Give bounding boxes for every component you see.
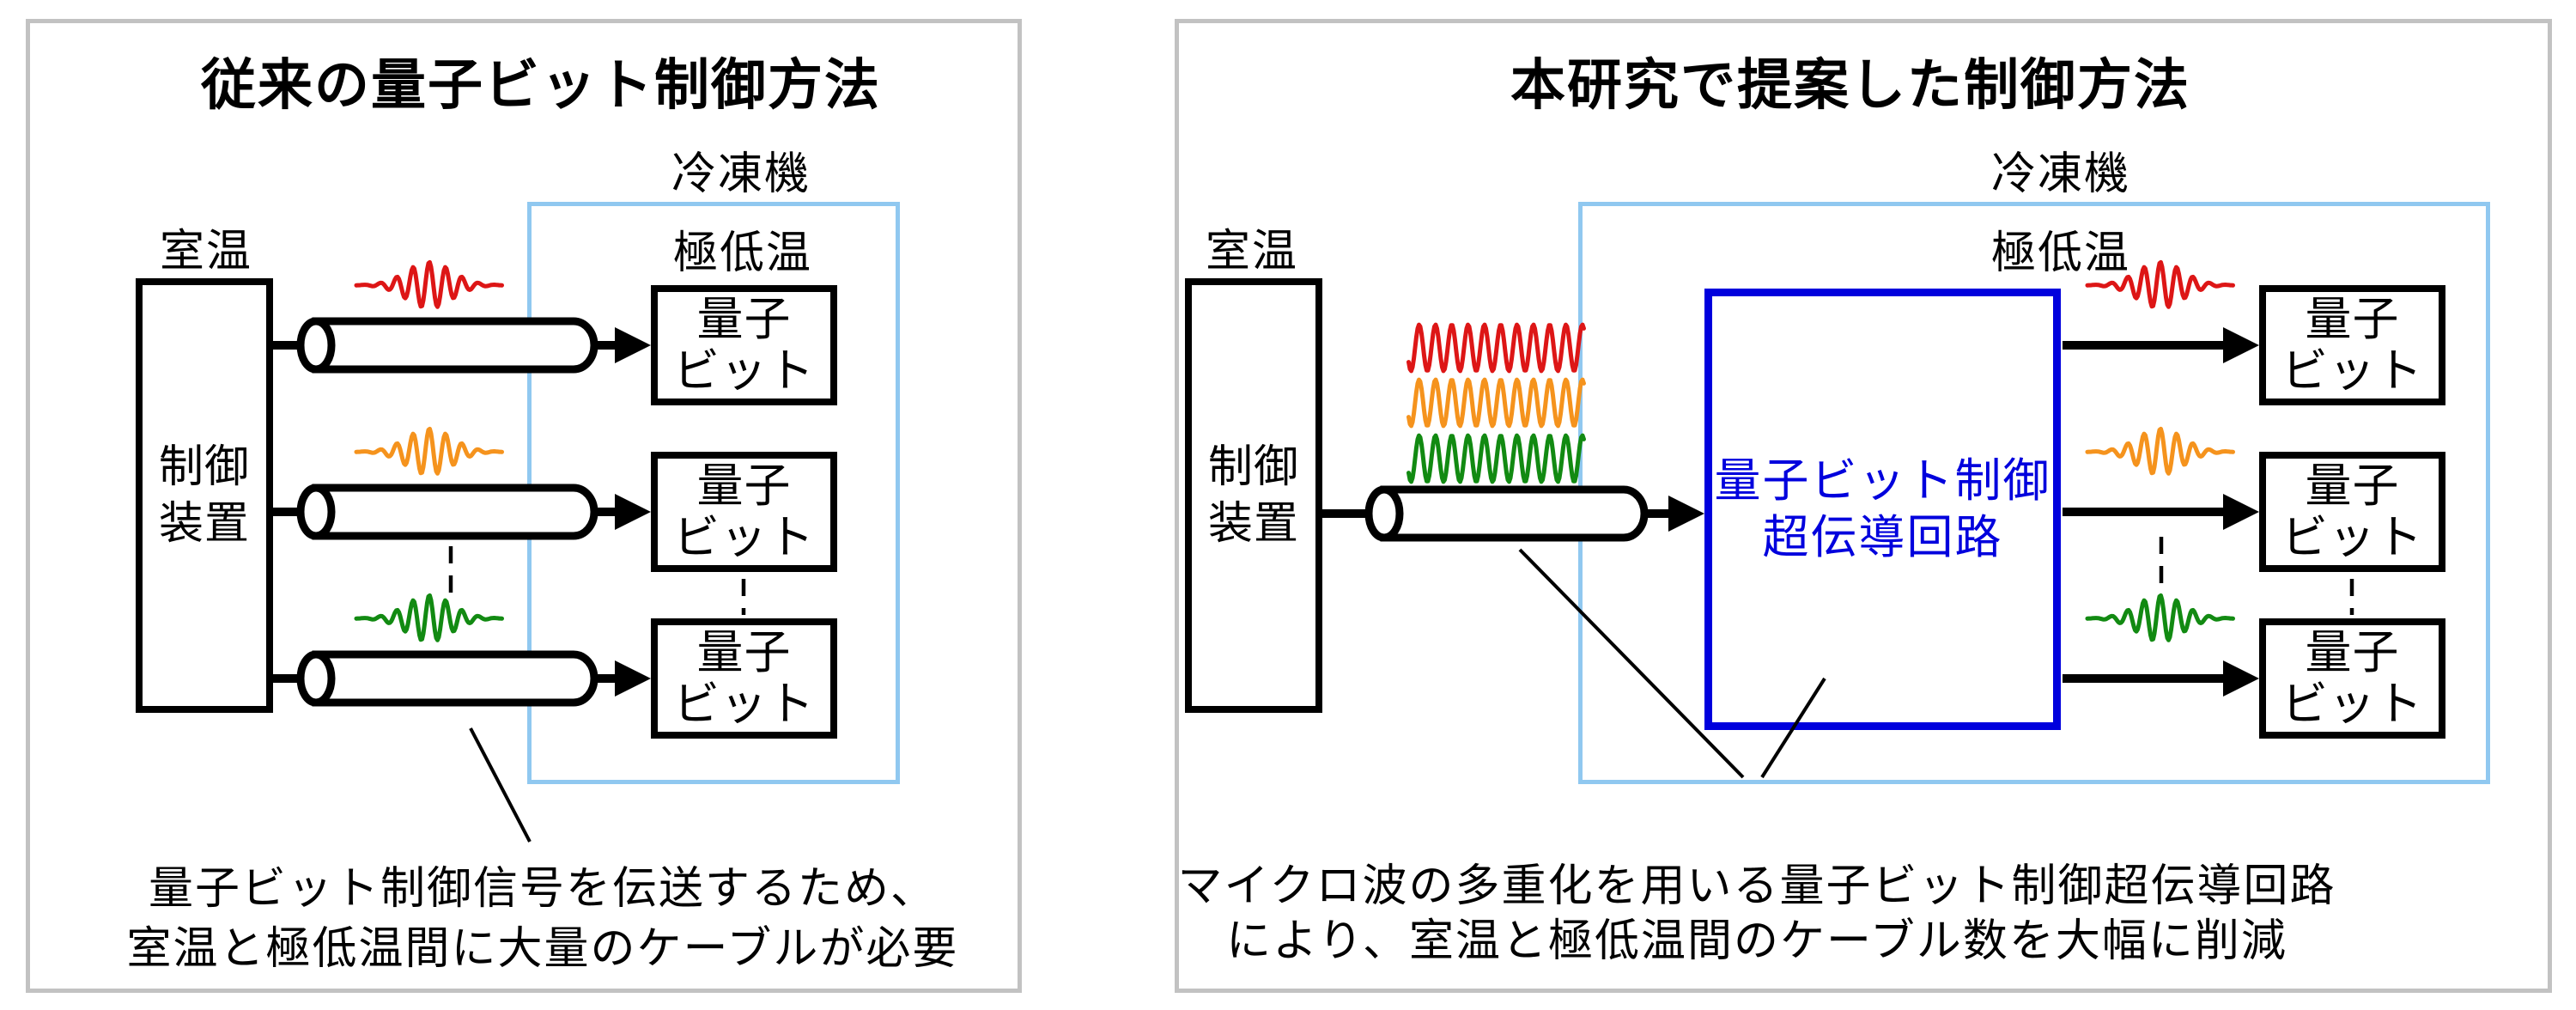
left-qubit-box-1: 量子 ビット: [651, 285, 837, 405]
right-qubit-box-2: 量子 ビット: [2259, 452, 2445, 572]
left-cryogenic-label: 極低温: [672, 228, 813, 278]
right-qubit-box-1: 量子 ビット: [2259, 285, 2445, 405]
right-caption-line1: マイクロ波の多重化を用いる量子ビット制御超伝導回路: [1177, 861, 2336, 911]
qubit-label-line1: 量子: [696, 294, 792, 345]
right-panel-title: 本研究で提案した制御方法: [1510, 54, 2190, 116]
left-panel-title: 従来の量子ビット制御方法: [201, 54, 881, 116]
left-qubit-box-3: 量子 ビット: [651, 618, 837, 739]
right-room-temp-label: 室温: [1205, 227, 1299, 277]
left-caption-line2: 室温と極低温間に大量のケーブルが必要: [126, 924, 959, 974]
qubit-label-line2: ビット: [673, 512, 815, 563]
right-caption: マイクロ波の多重化を用いる量子ビット制御超伝導回路 により、室温と極低温間のケー…: [1178, 859, 2336, 969]
circuit-label-line2: 超伝導回路: [1762, 512, 2003, 563]
qubit-label-line1: 量子: [696, 460, 792, 512]
qubit-label-line2: ビット: [2281, 678, 2423, 730]
qubit-label-line1: 量子: [696, 627, 792, 678]
qubit-label-line2: ビット: [2281, 345, 2423, 397]
qubit-label-line1: 量子: [2305, 294, 2400, 345]
left-refrigerator-label: 冷凍機: [671, 149, 811, 199]
left-controller-label-line1: 制御: [158, 442, 250, 492]
circuit-label-line1: 量子ビット制御: [1714, 455, 2051, 507]
right-controller-box: 制御 装置: [1185, 278, 1322, 713]
left-qubit-box-2: 量子 ビット: [651, 452, 837, 572]
qubit-label-line2: ビット: [673, 345, 815, 397]
qubit-label-line1: 量子: [2305, 460, 2400, 512]
left-caption-line1: 量子ビット制御信号を伝送するため、: [148, 864, 938, 914]
right-controller-label-line1: 制御: [1207, 442, 1299, 492]
left-caption: 量子ビット制御信号を伝送するため、 室温と極低温間に大量のケーブルが必要: [127, 859, 959, 979]
qubit-label-line2: ビット: [2281, 512, 2423, 563]
superconducting-circuit-box: 量子ビット制御 超伝導回路: [1704, 289, 2061, 730]
right-refrigerator-label: 冷凍機: [1990, 149, 2131, 199]
left-controller-label-line2: 装置: [158, 499, 250, 549]
qubit-label-line2: ビット: [673, 678, 815, 730]
right-cryogenic-label: 極低温: [1990, 228, 2131, 278]
left-controller-box: 制御 装置: [136, 278, 273, 713]
left-room-temp-label: 室温: [159, 227, 253, 277]
qubit-label-line1: 量子: [2305, 627, 2400, 678]
right-caption-line2: により、室温と極低温間のケーブル数を大幅に削減: [1226, 916, 2287, 966]
right-qubit-box-3: 量子 ビット: [2259, 618, 2445, 739]
right-controller-label-line2: 装置: [1207, 499, 1299, 549]
